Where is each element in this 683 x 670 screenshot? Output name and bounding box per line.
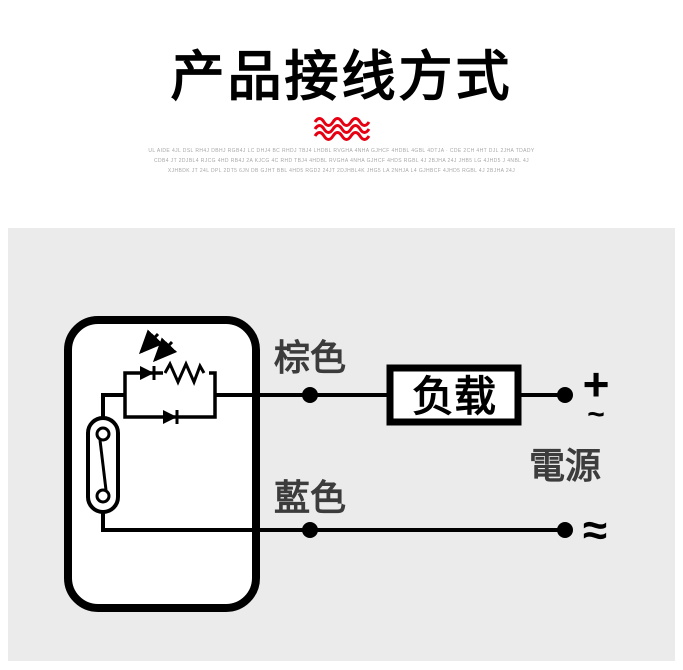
terminal-tilde: ~ — [587, 398, 605, 431]
led-symbol — [140, 366, 154, 380]
terminal-plus: + — [583, 358, 610, 410]
junction-dot — [302, 522, 318, 538]
fine-print: UL AIDE 4JL DSL RH4J DBHJ RGB4J LC DHJ4 … — [0, 146, 683, 176]
junction-dot — [557, 387, 573, 403]
wiring-diagram: 负载 棕色 藍色 電源 + ~ ≈ — [64, 316, 610, 612]
diode-symbol — [163, 410, 177, 424]
load-box — [386, 364, 522, 426]
light-arrow-icon — [138, 329, 164, 355]
reed-contact-top — [95, 426, 111, 442]
red-squiggle-icon — [313, 117, 370, 141]
page-title: 产品接线方式 — [170, 47, 513, 107]
brown-wire-label: 棕色 — [274, 337, 346, 378]
internal-wire — [101, 393, 125, 418]
power-label: 電源 — [529, 445, 601, 486]
light-arrow-icon — [152, 337, 178, 363]
reed-contact-bottom — [95, 488, 111, 504]
sensor-body — [64, 316, 260, 612]
junction-dot — [557, 522, 573, 538]
junction-dot — [302, 387, 318, 403]
load-label: 负载 — [412, 373, 496, 420]
fine-print-line: CDB4 JT 2DJBL4 RJCG 4HD RB4J 2A KJCG 4C … — [153, 158, 530, 164]
resistor-symbol — [163, 360, 206, 386]
reed-lever — [98, 439, 108, 491]
fine-print-line: XJHBDK JT 24L DPL 2DT5 6JN DB GJHT BBL 4… — [167, 168, 516, 174]
wiring-diagram-panel: 负载 棕色 藍色 電源 + ~ ≈ — [8, 228, 675, 661]
resistor-mask — [163, 363, 209, 383]
fine-print-line: UL AIDE 4JL DSL RH4J DBHJ RGB4J LC DHJ4 … — [148, 148, 535, 154]
blue-wire-label: 藍色 — [274, 477, 346, 518]
blue-wire — [101, 512, 565, 532]
terminal-approx: ≈ — [583, 506, 607, 555]
